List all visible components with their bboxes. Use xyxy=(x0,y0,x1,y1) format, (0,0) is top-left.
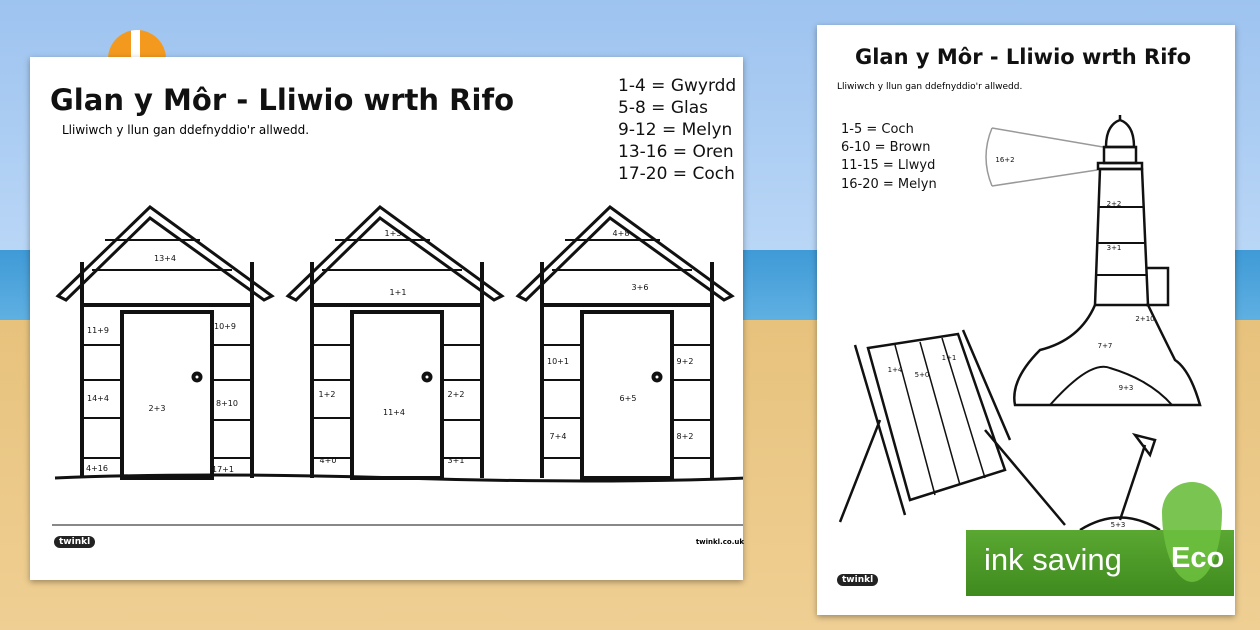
key-item: 13-16 = Oren xyxy=(618,142,734,163)
sum-label: 9+3 xyxy=(1119,384,1134,392)
beach-hut xyxy=(286,205,504,480)
sum-label: 1+4 xyxy=(888,366,903,374)
key-item: 1-4 = Gwyrdd xyxy=(618,76,737,96)
sum-label: 7+4 xyxy=(550,432,567,441)
color-key: 1-5 = Coch 6-10 = Brown 11-15 = Llwyd 16… xyxy=(841,121,937,194)
sum-label: 13+4 xyxy=(154,254,176,263)
sum-label: 10+9 xyxy=(214,322,236,331)
sum-label: 17+1 xyxy=(212,465,234,474)
sum-label: 2+3 xyxy=(149,404,166,413)
sum-label: 16+2 xyxy=(995,156,1014,164)
instruction: Lliwiwch y llun gan ddefnyddio'r allwedd… xyxy=(837,82,1023,92)
twinkl-logo: twinkl xyxy=(837,574,879,586)
footer-url: twinkl.co.uk xyxy=(695,538,744,546)
sum-label: 1+3 xyxy=(385,229,402,238)
lighthouse-drawing: 16+2 2+2 3+1 2+10 7+7 9+3 1+4 5+0 1+1 5+… xyxy=(838,115,1202,532)
beach-hut xyxy=(56,205,274,480)
key-item: 1-5 = Coch xyxy=(841,122,914,137)
key-item: 5-8 = Glas xyxy=(618,98,708,119)
worksheet-beach-huts: Glan y Môr - Lliwio wrth Rifo Lliwiwch y… xyxy=(30,57,744,580)
ink-saving-badge: ink saving Eco xyxy=(966,482,1234,596)
sum-label: 4+8 xyxy=(613,229,630,238)
sum-label: 5+0 xyxy=(915,371,930,379)
beach-huts-drawing: 13+4 11+9 10+9 14+4 2+3 8+10 4+16 17+1 1… xyxy=(52,205,743,526)
eco-label: Eco xyxy=(1171,542,1225,574)
sum-label: 4+0 xyxy=(320,456,337,465)
sum-label: 5+3 xyxy=(1111,521,1126,529)
sum-label: 9+2 xyxy=(677,357,694,366)
twinkl-logo: twinkl xyxy=(54,536,96,548)
sum-label: 14+4 xyxy=(87,394,109,403)
sum-label: 6+5 xyxy=(620,394,637,403)
key-item: 16-20 = Melyn xyxy=(841,176,937,192)
sum-label: 11+4 xyxy=(383,408,405,417)
sum-label: 2+2 xyxy=(448,390,465,399)
sum-label: 1+1 xyxy=(390,288,407,297)
sum-label: 4+16 xyxy=(86,464,108,473)
key-item: 17-20 = Coch xyxy=(618,164,735,185)
sum-label: 8+2 xyxy=(677,432,694,441)
sum-label: 2+2 xyxy=(1107,200,1122,208)
sum-label: 7+7 xyxy=(1098,342,1113,350)
sum-label: 11+9 xyxy=(87,326,109,335)
sum-label: 1+1 xyxy=(942,354,957,362)
sum-label: 3+6 xyxy=(632,283,649,292)
badge-text: ink saving xyxy=(984,542,1122,577)
color-key: 1-4 = Gwyrdd 5-8 = Glas 9-12 = Melyn 13-… xyxy=(618,75,736,185)
sum-label: 2+10 xyxy=(1135,315,1154,323)
worksheet-title: Glan y Môr - Lliwio wrth Rifo xyxy=(855,45,1191,69)
key-item: 6-10 = Brown xyxy=(841,140,931,156)
key-item: 9-12 = Melyn xyxy=(618,120,733,141)
key-item: 11-15 = Llwyd xyxy=(841,158,936,174)
sum-label: 8+10 xyxy=(216,399,238,408)
beach-ball xyxy=(108,30,166,60)
worksheet-title: Glan y Môr - Lliwio wrth Rifo xyxy=(50,83,514,117)
sum-label: 3+1 xyxy=(1107,244,1122,252)
sum-label: 3+1 xyxy=(448,456,465,465)
sum-label: 1+2 xyxy=(319,390,336,399)
instruction: Lliwiwch y llun gan ddefnyddio'r allwedd… xyxy=(62,123,310,137)
sum-label: 10+1 xyxy=(547,357,569,366)
